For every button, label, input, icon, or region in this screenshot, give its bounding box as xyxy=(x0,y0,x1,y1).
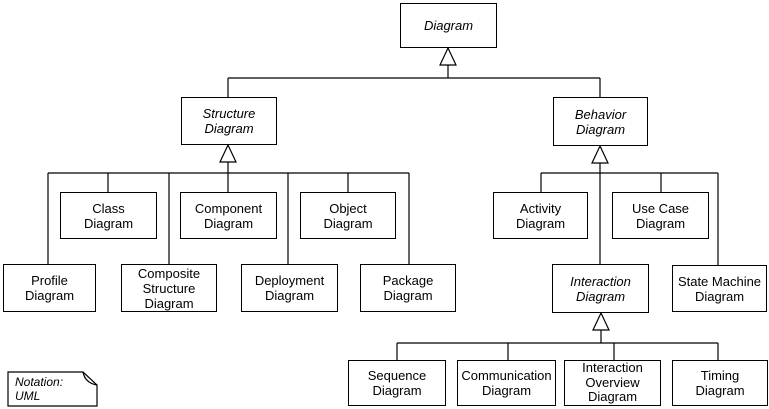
uml-note: Notation: UML xyxy=(8,372,90,406)
node-interaction-overview-diagram-label: Interaction Overview Diagram xyxy=(582,360,643,405)
node-profile-diagram-label: Profile Diagram xyxy=(24,273,75,303)
node-object-diagram: Object Diagram xyxy=(300,192,396,239)
node-state-machine-diagram-label: State Machine Diagram xyxy=(677,273,762,304)
node-object-diagram-label: Object Diagram xyxy=(323,200,373,231)
node-class-diagram: Class Diagram xyxy=(60,192,157,239)
node-deployment-diagram-label: Deployment Diagram xyxy=(254,273,325,303)
generalization-arrow-icon xyxy=(592,311,610,331)
generalization-arrow-icon xyxy=(439,46,457,66)
note-shape xyxy=(7,371,98,407)
generalization-arrow-icon xyxy=(219,143,237,163)
edge-diagram-children xyxy=(227,65,601,97)
node-package-diagram-label: Package Diagram xyxy=(382,273,434,303)
node-activity-diagram: Activity Diagram xyxy=(493,192,588,239)
node-component-diagram-label: Component Diagram xyxy=(194,200,263,231)
uml-note-label: Notation: UML xyxy=(15,375,64,403)
node-communication-diagram-label: Communication Diagram xyxy=(461,368,552,398)
node-use-case-diagram-label: Use Case Diagram xyxy=(631,200,690,231)
node-composite-structure-diagram-label: Composite Structure Diagram xyxy=(137,265,201,311)
node-sequence-diagram-label: Sequence Diagram xyxy=(367,368,427,398)
node-interaction-diagram: Interaction Diagram xyxy=(552,264,649,313)
node-timing-diagram-label: Timing Diagram xyxy=(695,368,745,398)
node-sequence-diagram: Sequence Diagram xyxy=(348,360,446,406)
node-interaction-diagram-label: Interaction Diagram xyxy=(570,273,631,304)
node-composite-structure-diagram: Composite Structure Diagram xyxy=(121,264,217,312)
node-timing-diagram: Timing Diagram xyxy=(672,360,768,406)
node-diagram-label: Diagram xyxy=(423,18,474,33)
edge-interaction-children xyxy=(396,330,719,360)
node-activity-diagram-label: Activity Diagram xyxy=(515,200,566,231)
node-class-diagram-label: Class Diagram xyxy=(83,200,134,231)
generalization-arrow-icon xyxy=(591,144,609,164)
node-profile-diagram: Profile Diagram xyxy=(3,264,96,312)
node-communication-diagram: Communication Diagram xyxy=(457,360,556,406)
edge-behavior-children xyxy=(540,163,719,265)
node-interaction-overview-diagram: Interaction Overview Diagram xyxy=(564,360,661,406)
note-fold-icon xyxy=(82,371,98,386)
node-structure-diagram: Structure Diagram xyxy=(181,97,277,145)
node-package-diagram: Package Diagram xyxy=(360,264,456,312)
node-behavior-diagram-label: Behavior Diagram xyxy=(574,106,627,137)
node-deployment-diagram: Deployment Diagram xyxy=(241,264,338,312)
node-state-machine-diagram: State Machine Diagram xyxy=(672,265,767,312)
node-structure-diagram-label: Structure Diagram xyxy=(202,106,256,136)
node-diagram: Diagram xyxy=(400,3,497,48)
edge-structure-children xyxy=(47,162,410,264)
node-behavior-diagram: Behavior Diagram xyxy=(553,97,648,146)
node-component-diagram: Component Diagram xyxy=(180,192,277,239)
node-use-case-diagram: Use Case Diagram xyxy=(612,192,709,239)
